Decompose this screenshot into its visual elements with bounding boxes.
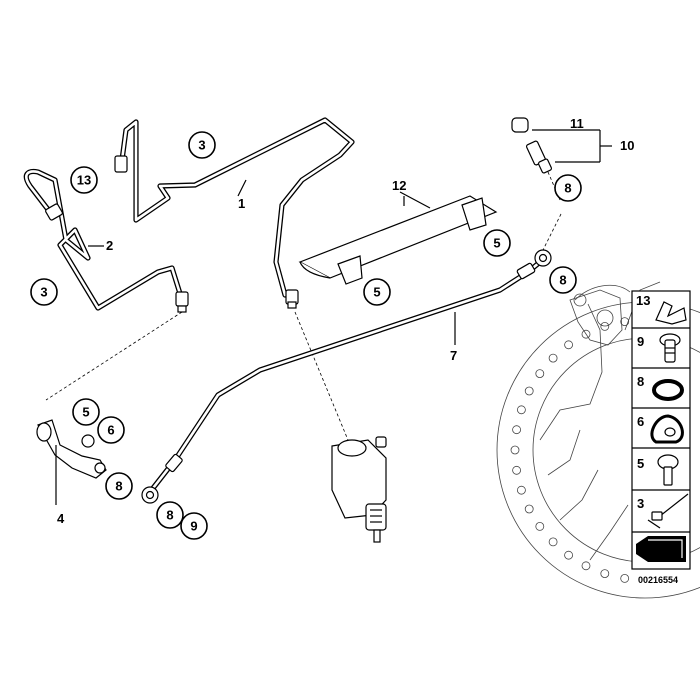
disc-hole [548, 537, 558, 547]
callout-8-top: 8 [554, 174, 582, 202]
label-2: 2 [106, 238, 113, 253]
part-number: 00216554 [638, 575, 678, 585]
disc-hole [517, 485, 526, 495]
caliper-bracket [569, 289, 623, 346]
disc-hole [581, 561, 591, 571]
brake-disc [496, 281, 700, 599]
svg-text:5: 5 [373, 285, 380, 300]
arrow-icon [636, 536, 686, 562]
label-4: 4 [57, 511, 65, 526]
svg-text:8: 8 [564, 181, 571, 196]
cable-tie-icon [647, 493, 689, 529]
legend-num-8: 8 [637, 374, 644, 389]
callout-5-mid: 5 [363, 278, 391, 306]
callout-3-left: 3 [30, 278, 58, 306]
label-12: 12 [392, 178, 406, 193]
svg-text:5: 5 [82, 405, 89, 420]
junction-part-4 [36, 419, 107, 505]
svg-text:8: 8 [559, 273, 566, 288]
disc-hole [620, 317, 630, 327]
grommet-icon [650, 414, 684, 444]
bracket-12 [298, 191, 498, 285]
svg-text:13: 13 [77, 173, 91, 188]
label-11: 11 [570, 116, 584, 131]
svg-text:5: 5 [493, 236, 500, 251]
callout-8-left: 8 [105, 472, 133, 500]
disc-hole [581, 329, 591, 339]
disc-hole [517, 405, 526, 415]
label-7: 7 [450, 348, 457, 363]
disc-hole [510, 445, 520, 455]
callout-3-top: 3 [188, 131, 216, 159]
disc-hole [535, 522, 545, 531]
bleed-valve-11 [511, 117, 612, 174]
legend-num-5: 5 [637, 456, 644, 471]
screw-icon [657, 454, 679, 486]
legend-num-9: 9 [637, 334, 644, 349]
svg-text:9: 9 [190, 519, 197, 534]
disc-hole [524, 504, 534, 514]
svg-text:8: 8 [166, 508, 173, 523]
disc-hole [512, 425, 521, 435]
label-10: 10 [620, 138, 634, 153]
banjo-bolt-icon [659, 333, 681, 363]
brake-hose-7 [141, 249, 552, 504]
svg-text:3: 3 [40, 285, 47, 300]
svg-text:6: 6 [107, 423, 114, 438]
legend-num-13: 13 [636, 293, 650, 308]
seal-ring-icon [652, 379, 684, 401]
legend-num-6: 6 [637, 414, 644, 429]
clip-icon [655, 301, 687, 325]
brake-pipe-2 [23, 168, 189, 313]
callout-8-right: 8 [549, 266, 577, 294]
master-cylinder [331, 436, 387, 543]
disc-hole [512, 465, 521, 475]
disc-hole [564, 550, 573, 560]
disc-hole [564, 340, 573, 350]
callout-13: 13 [70, 166, 98, 194]
label-leaders [88, 179, 456, 345]
disc-hole [548, 353, 558, 363]
callout-6: 6 [97, 416, 125, 444]
disc-hole [600, 569, 610, 578]
disc-hole [600, 321, 610, 331]
callout-5-right: 5 [483, 229, 511, 257]
label-1: 1 [238, 196, 245, 211]
disc-hole [535, 369, 545, 379]
callout-9: 9 [180, 512, 208, 540]
parts-legend: 13 9 8 6 5 3 [631, 290, 691, 570]
svg-text:3: 3 [198, 138, 205, 153]
disc-hole [620, 574, 630, 583]
svg-text:8: 8 [115, 479, 122, 494]
callout-8-bottom: 8 [156, 501, 184, 529]
disc-hole [524, 386, 534, 396]
legend-num-3: 3 [637, 496, 644, 511]
callout-5-left: 5 [72, 398, 100, 426]
brake-pipe-1 [114, 117, 355, 309]
